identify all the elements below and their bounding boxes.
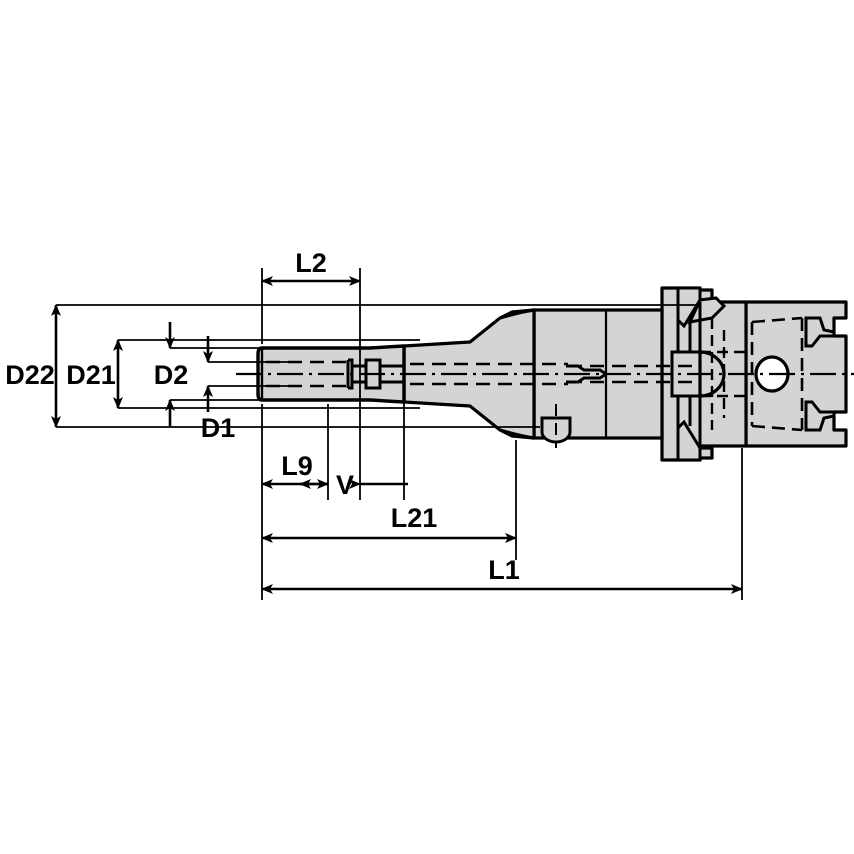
dimension-L1: L1 bbox=[261, 555, 743, 594]
dimension-L2: L2 bbox=[261, 248, 361, 286]
dimension-D1: D1 bbox=[201, 336, 236, 443]
dimension-label-L9: L9 bbox=[281, 451, 313, 481]
taper-transition bbox=[402, 308, 536, 440]
vertical-dimensions: D22 D21 D2 D1 bbox=[5, 304, 236, 443]
dimension-D22: D22 bbox=[5, 304, 61, 428]
dimension-V: V bbox=[299, 470, 408, 500]
dimension-label-V: V bbox=[336, 470, 354, 500]
dimension-label-D2: D2 bbox=[154, 360, 189, 390]
dimension-D2: D2 bbox=[154, 322, 189, 426]
dimension-label-L1: L1 bbox=[488, 555, 520, 585]
part-geometry bbox=[236, 286, 854, 462]
dimension-label-D1: D1 bbox=[201, 413, 236, 443]
dimension-label-D22: D22 bbox=[5, 360, 55, 390]
dimension-L21: L21 bbox=[261, 503, 517, 543]
dimension-label-L21: L21 bbox=[391, 503, 438, 533]
dimension-L9: L9 bbox=[261, 451, 329, 489]
bore-reducer-detail bbox=[566, 364, 607, 384]
dimension-label-D21: D21 bbox=[66, 360, 116, 390]
bore-step-detail bbox=[346, 358, 404, 390]
horizontal-dimensions: L2 L9 V L21 L1 bbox=[261, 248, 743, 594]
hsk-taper-shank bbox=[744, 300, 848, 448]
dimension-label-L2: L2 bbox=[295, 248, 327, 278]
dimension-D21: D21 bbox=[66, 339, 123, 409]
